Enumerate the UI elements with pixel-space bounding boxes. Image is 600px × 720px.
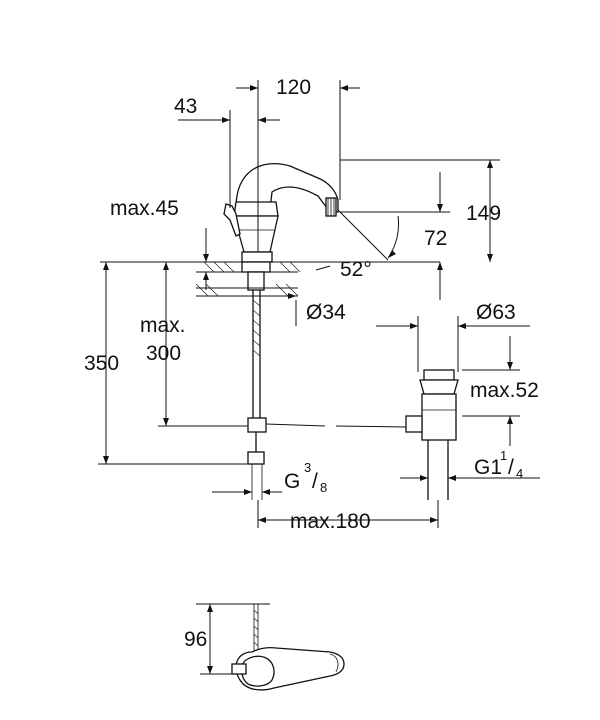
- dim-label-300: 300: [146, 342, 181, 365]
- dim-label-120: 120: [276, 76, 311, 99]
- dim-label-dia63: Ø63: [476, 301, 516, 324]
- g38-main: G: [284, 470, 300, 493]
- g38-slash: /: [312, 470, 318, 493]
- waste-fitting: [405, 369, 459, 500]
- deck-mounting: [100, 261, 440, 297]
- dim-label-max45: max.45: [110, 197, 179, 220]
- g114-den: 4: [516, 466, 523, 481]
- g114-slash: /: [508, 456, 514, 479]
- dim-label-g38: G 3 / 8: [284, 460, 327, 495]
- dim-label-max: max.: [140, 314, 186, 337]
- dim-label-72: 72: [424, 227, 447, 250]
- g38-num: 3: [304, 460, 311, 475]
- pop-up-rod: [265, 423, 407, 428]
- dim-label-max180: max.180: [290, 510, 371, 533]
- dim-label-96: 96: [184, 628, 207, 651]
- dim-label-149: 149: [466, 202, 501, 225]
- dim-label-angle: 52°: [340, 258, 372, 281]
- g38-den: 8: [320, 480, 327, 495]
- dim-label-dia34: Ø34: [306, 301, 346, 324]
- dim-label-max52: max.52: [470, 379, 539, 402]
- g114-num: 1: [500, 448, 507, 463]
- faucet-body: [223, 162, 339, 263]
- supply-hose: [247, 290, 267, 500]
- dim-label-g114: G1 1 / 4: [474, 448, 523, 481]
- g114-main: G1: [474, 456, 502, 479]
- dim-label-43: 43: [174, 95, 197, 118]
- faucet-top-view: [196, 603, 345, 691]
- dim-label-350: 350: [84, 352, 119, 375]
